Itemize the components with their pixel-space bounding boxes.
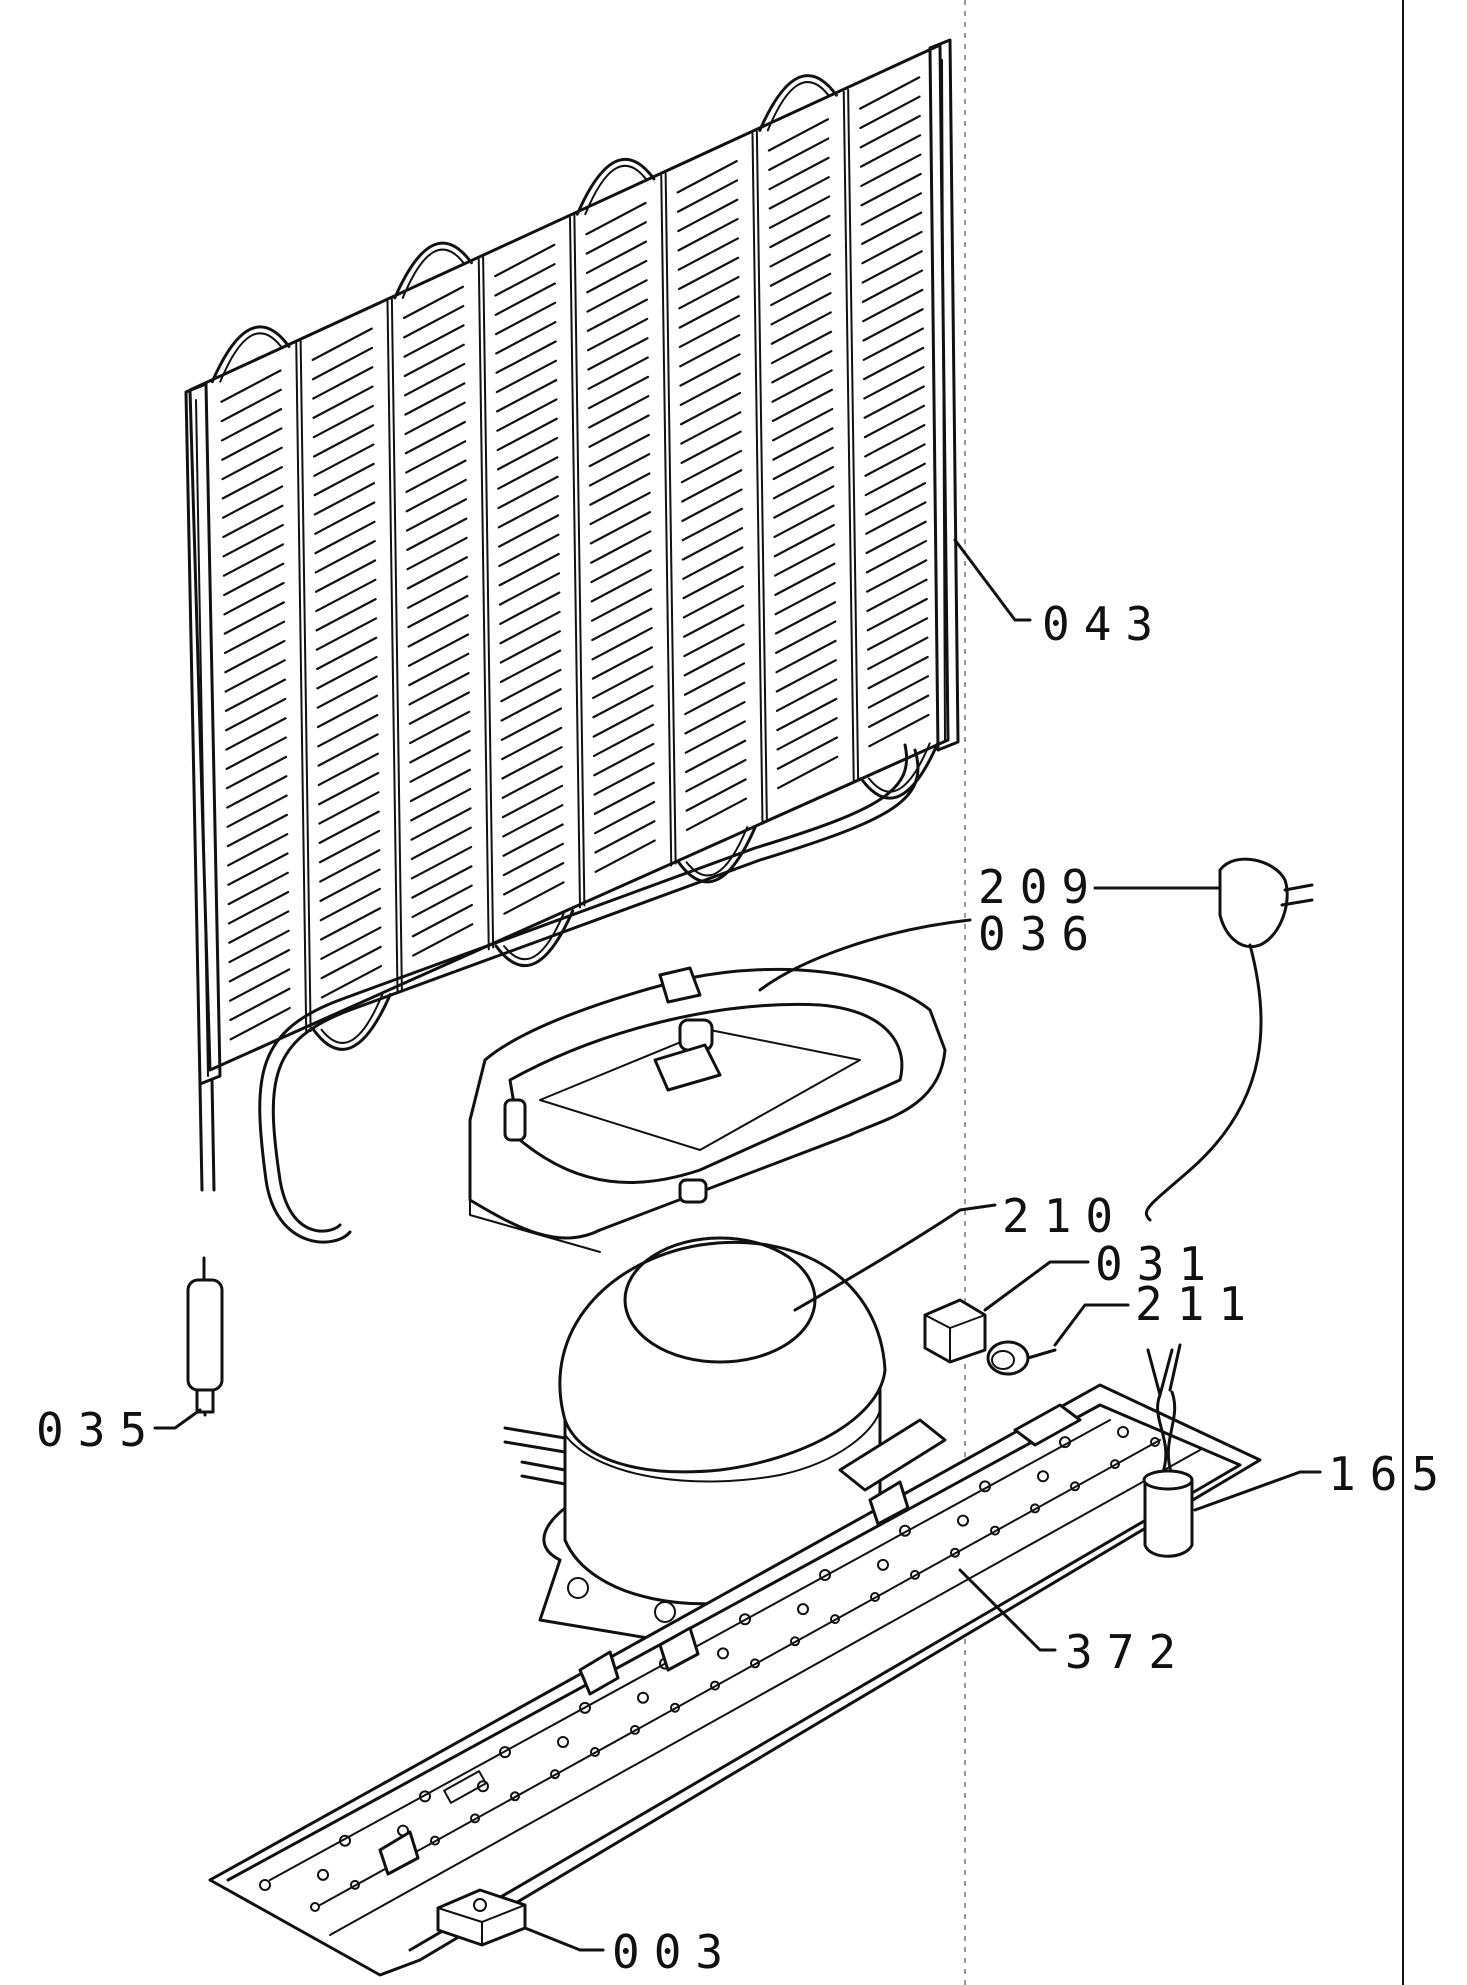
overload-protector-211: [986, 1340, 1057, 1376]
filter-dryer-035: [186, 1256, 224, 1417]
capacitor-165: [1142, 1343, 1194, 1558]
compressor-210: [503, 1236, 887, 1642]
label-003: 003: [612, 1925, 737, 1979]
condenser-043: [184, 38, 960, 1244]
label-209: 209: [978, 860, 1103, 914]
leader-lines: [153, 538, 1322, 1952]
label-035: 035: [36, 1403, 161, 1457]
label-372: 372: [1065, 1625, 1190, 1679]
drip-tray-036: [468, 966, 947, 1253]
relay-031: [923, 1298, 987, 1364]
label-211: 211: [1135, 1277, 1260, 1331]
part-labels: 043 209 036 210 031 211 035 165 372 003: [36, 597, 1453, 1979]
label-043: 043: [1042, 597, 1167, 651]
label-031: 031: [1095, 1237, 1220, 1291]
label-036: 036: [978, 907, 1103, 961]
power-plug-209: [1144, 857, 1314, 1222]
label-165: 165: [1328, 1447, 1453, 1501]
page-frame: [964, 0, 1404, 1985]
mounting-foot-003: [436, 1888, 527, 1947]
base-plate-372: [208, 1383, 1262, 1977]
label-210: 210: [1002, 1189, 1127, 1243]
